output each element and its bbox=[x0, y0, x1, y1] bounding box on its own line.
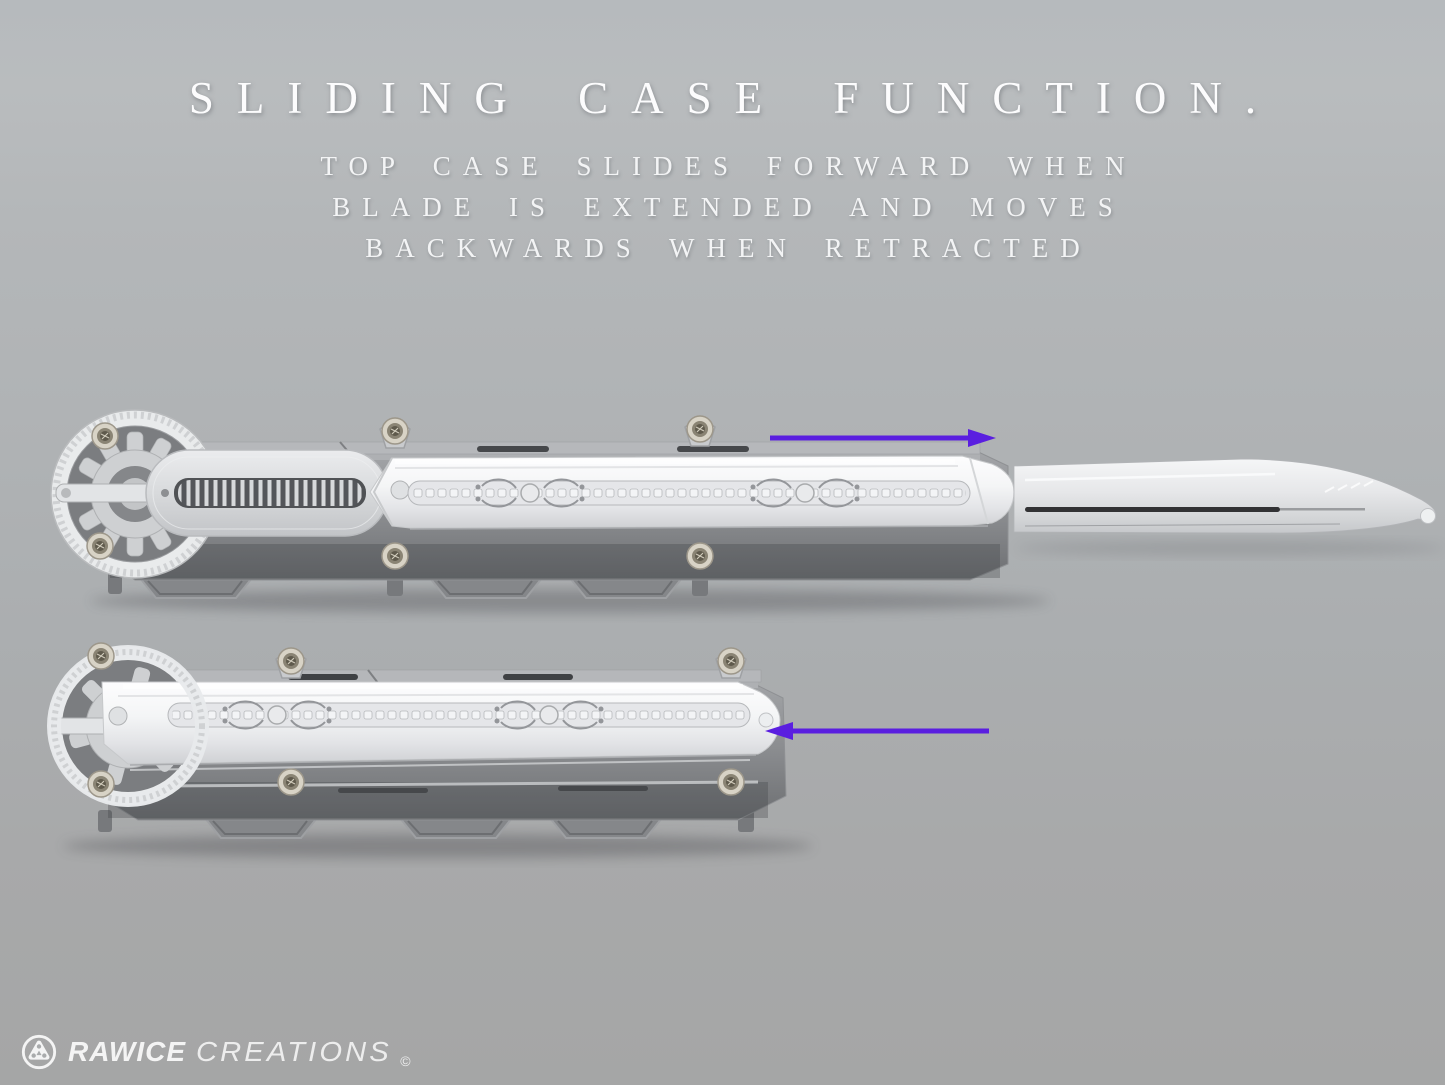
copyright-mark: © bbox=[400, 1053, 411, 1069]
cast-shadow bbox=[63, 834, 813, 858]
ratchet-track bbox=[145, 449, 389, 537]
subtitle-line-3: BACKWARDS WHEN RETRACTED bbox=[365, 233, 1092, 263]
cast-shadow bbox=[90, 541, 1445, 613]
slide-back-arrow-icon bbox=[765, 722, 989, 740]
blade bbox=[1013, 458, 1436, 534]
figure-blade-retracted bbox=[38, 638, 838, 870]
hidden-blade-extended-photo bbox=[50, 409, 1445, 613]
medallion-ring-overlay bbox=[47, 642, 209, 807]
brand-logo: RAWICE CREATIONS © bbox=[20, 1030, 411, 1074]
rawice-logo-icon bbox=[21, 1034, 57, 1070]
slide-forward-arrow-icon bbox=[770, 429, 996, 447]
header: SLIDING CASE FUNCTION. TOP CASE SLIDES F… bbox=[0, 72, 1445, 269]
slide-case bbox=[101, 681, 781, 771]
slide-case bbox=[369, 455, 1015, 530]
blade-hook-tip bbox=[1420, 508, 1436, 524]
case-end-nub bbox=[758, 712, 774, 728]
brand-suffix: CREATIONS bbox=[196, 1036, 392, 1067]
medallion-screw-top bbox=[87, 642, 115, 670]
figure-blade-extended bbox=[40, 396, 1445, 628]
subtitle-line-2: BLADE IS EXTENDED AND MOVES bbox=[332, 192, 1125, 222]
subtitle-line-1: TOP CASE SLIDES FORWARD WHEN bbox=[320, 151, 1137, 181]
medallion-screw-bottom bbox=[87, 770, 115, 798]
page-title: SLIDING CASE FUNCTION. bbox=[188, 73, 1280, 123]
medallion-screw-bottom bbox=[86, 532, 114, 560]
subtitle: TOP CASE SLIDES FORWARD WHEN BLADE IS EX… bbox=[0, 146, 1445, 269]
medallion-screw-top bbox=[91, 422, 119, 450]
brand-name: RAWICE bbox=[68, 1036, 186, 1067]
hidden-blade-retracted-photo bbox=[47, 642, 813, 858]
